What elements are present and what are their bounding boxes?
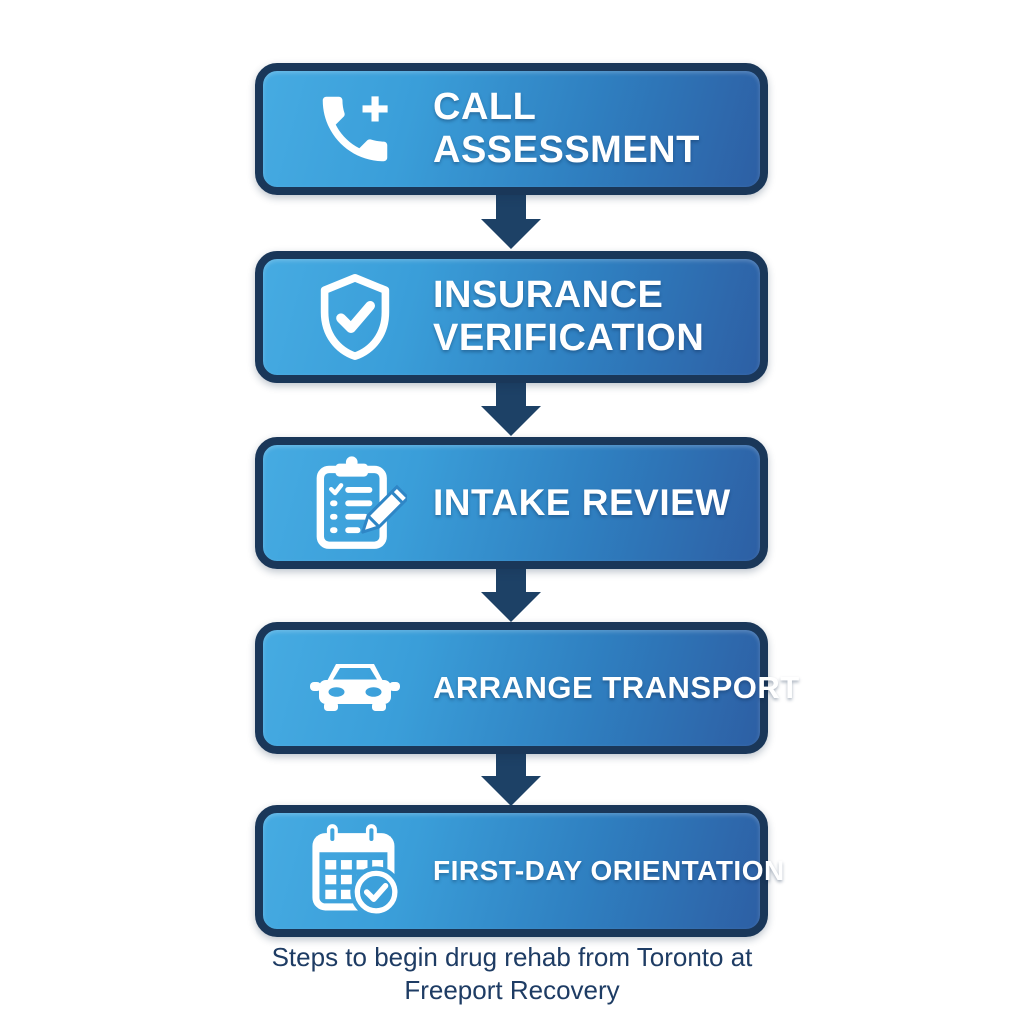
- car-icon: [299, 656, 411, 720]
- down-arrow-icon: [481, 568, 541, 622]
- step-title: INSURANCE VERIFICATION: [433, 274, 705, 359]
- down-arrow-icon: [481, 195, 541, 249]
- step-box-call-assessment: CALL ASSESSMENT: [255, 63, 768, 195]
- step-title: INTAKE REVIEW: [433, 482, 731, 524]
- step-box-insurance-verification: INSURANCE VERIFICATION: [255, 251, 768, 383]
- step-box-arrange-transport: ARRANGE TRANSPORT: [255, 622, 799, 754]
- down-arrow-icon: [481, 382, 541, 436]
- step-title: CALL ASSESSMENT: [433, 86, 700, 171]
- calendar-check-icon: [299, 821, 411, 921]
- shield-check-icon: [299, 269, 411, 365]
- caption-text: Steps to begin drug rehab from Toronto a…: [271, 942, 753, 1006]
- clipboard-pencil-icon: [299, 451, 411, 555]
- down-arrow-icon: [481, 752, 541, 806]
- step-box-intake-review: INTAKE REVIEW: [255, 437, 768, 569]
- phone-plus-icon: [299, 86, 411, 172]
- caption: Steps to begin drug rehab from Toronto a…: [0, 941, 1024, 1008]
- step-box-first-day-orientation: FIRST-DAY ORIENTATION: [255, 805, 784, 937]
- step-title: FIRST-DAY ORIENTATION: [433, 855, 785, 887]
- step-title: ARRANGE TRANSPORT: [433, 669, 800, 705]
